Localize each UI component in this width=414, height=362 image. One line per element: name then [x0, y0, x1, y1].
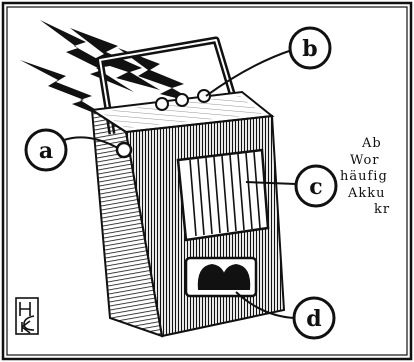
lightning-bolt [20, 60, 116, 122]
caption-line: häufig [340, 169, 388, 184]
socket-panel [184, 256, 258, 298]
leader-line-b [205, 49, 293, 97]
callout-letter-b: b [302, 36, 317, 62]
callout-letter-d: d [306, 306, 321, 332]
screw-terminal [115, 141, 133, 159]
leader-line-c [245, 181, 297, 185]
callout-c: c [294, 164, 338, 208]
terminals [155, 89, 211, 111]
inner-border [6, 6, 408, 356]
caption-line: kr [374, 202, 391, 217]
caption-line: Ab [362, 136, 382, 151]
leader-line-d [235, 291, 295, 319]
caption-line: Akku [348, 185, 386, 201]
callout-letter-a: a [39, 138, 53, 164]
lightning-bolt [118, 48, 200, 104]
caption-text: Ab Wor häufig Akku kr [336, 136, 414, 219]
callout-d: d [292, 296, 336, 340]
callout-b: b [288, 26, 332, 70]
callout-letter-c: c [309, 174, 322, 200]
caption-line: Wor [350, 152, 380, 168]
callout-a: a [24, 128, 68, 172]
cell-window [176, 148, 270, 242]
leader-line-a [63, 136, 119, 149]
artist-monogram [15, 297, 39, 335]
lightning-bolt [40, 20, 134, 92]
